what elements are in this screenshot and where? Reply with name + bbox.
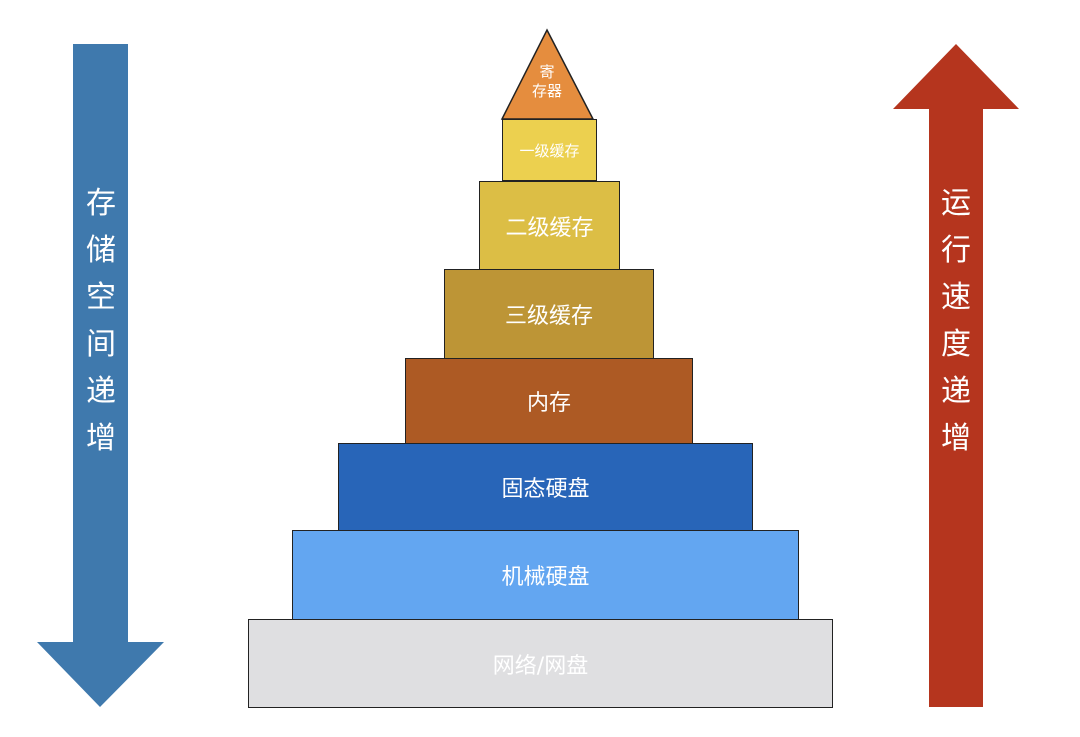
l3-cache-label: 三级缓存: [504, 304, 593, 329]
pyramid-level-l1-cache: 一级缓存: [502, 119, 597, 181]
memory-label: 内存: [526, 391, 571, 416]
storage-down-arrow: [37, 44, 164, 707]
l2-cache-label: 二级缓存: [505, 215, 594, 241]
storage-arrow-label: 存 储 空 间 递 增: [86, 186, 116, 456]
pyramid-level-hdd: 机械硬盘: [292, 530, 799, 620]
pyramid-level-memory: 内存: [405, 358, 693, 444]
l1-cache-label: 一级缓存: [519, 141, 580, 160]
pyramid-level-network: 网络/网盘: [248, 619, 833, 708]
speed-up-arrow: [893, 44, 1019, 707]
hdd-label: 机械硬盘: [501, 565, 590, 590]
pyramid-level-l3-cache: 三级缓存: [444, 269, 654, 359]
network-label: 网络/网盘: [492, 653, 589, 679]
speed-arrow-label: 运 行 速 度 递 增: [941, 186, 971, 456]
ssd-label: 固态硬盘: [501, 477, 590, 502]
pyramid-level-l2-cache: 二级缓存: [479, 181, 620, 270]
pyramid-level-ssd: 固态硬盘: [338, 443, 753, 531]
register-label: 寄 存器: [531, 63, 562, 100]
